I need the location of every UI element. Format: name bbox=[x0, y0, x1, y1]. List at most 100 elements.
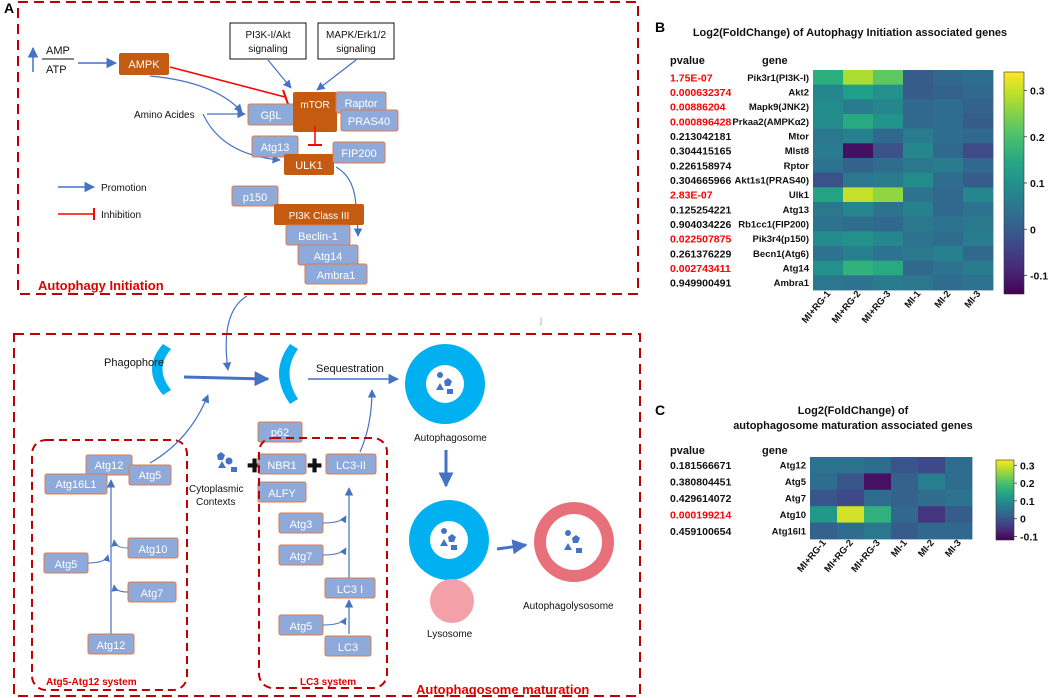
mapk-signaling-line1: MAPK/Erk1/2 bbox=[326, 30, 386, 41]
heatmap-cell bbox=[945, 522, 973, 540]
lc3-ii-label: LC3-II bbox=[336, 460, 366, 472]
pvalue-label: 0.000896428 bbox=[670, 116, 731, 128]
atg14-label: Atg14 bbox=[314, 251, 343, 263]
p62-label: p62 bbox=[271, 427, 289, 439]
heatmap-cell bbox=[813, 216, 844, 232]
heatmap-cell bbox=[933, 260, 964, 276]
heatmap-cell bbox=[813, 246, 844, 262]
mtor-label: mTOR bbox=[300, 100, 329, 111]
ampk-box bbox=[119, 53, 169, 75]
gene-header: gene bbox=[762, 445, 788, 457]
heatmap-cell bbox=[891, 522, 919, 540]
heatmap-cell bbox=[873, 275, 904, 291]
gene-label: Mtor bbox=[788, 132, 809, 143]
maturation-frame bbox=[13, 333, 641, 697]
heatmap-cell bbox=[810, 522, 838, 540]
atg16l1-label: Atg16L1 bbox=[56, 479, 97, 491]
heatmap-cell bbox=[918, 457, 946, 474]
expanding-phagophore-shape bbox=[279, 344, 298, 404]
column-label: MI-2 bbox=[933, 289, 954, 311]
heatmap-cell bbox=[933, 114, 964, 130]
heatmap-cell bbox=[963, 202, 994, 218]
amino-to-ulk1-curve bbox=[202, 113, 281, 164]
colorbar-tick-label: 0.1 bbox=[1030, 178, 1045, 190]
alfy-label: ALFY bbox=[268, 488, 296, 500]
atg12-free-box bbox=[87, 633, 135, 655]
initiation-to-maturation-arrow bbox=[222, 295, 248, 371]
heatmap-cell bbox=[843, 202, 874, 218]
cytoplasmic-cargo-icon bbox=[217, 452, 237, 472]
heatmap-cell bbox=[864, 522, 892, 540]
heatmap-cell bbox=[810, 506, 838, 523]
ampk-inhibits-mtor-line bbox=[169, 66, 286, 98]
atg5-lc3-to-line-arrow bbox=[322, 617, 347, 626]
gene-label: Mapk9(JNK2) bbox=[749, 102, 809, 113]
ambra1-label: Ambra1 bbox=[317, 270, 356, 282]
heatmap-cell bbox=[843, 70, 874, 86]
pvalue-label: 0.261376229 bbox=[670, 248, 731, 260]
heatmap-cell bbox=[843, 114, 874, 130]
heatmap-cell bbox=[873, 128, 904, 144]
heatmap-b: Log2(FoldChange) of Autophagy Initiation… bbox=[670, 27, 1048, 326]
heatmap-cell bbox=[843, 275, 874, 291]
fusion-arrow bbox=[496, 539, 528, 555]
heatmap-cell bbox=[813, 202, 844, 218]
heatmap-cell bbox=[963, 275, 994, 291]
heatmap-cell bbox=[813, 128, 844, 144]
gene-label: Ambra1 bbox=[774, 278, 810, 289]
phagophore-to-expansion-arrow bbox=[183, 371, 270, 387]
heatmap-cell bbox=[945, 489, 973, 507]
gene-header: gene bbox=[762, 55, 788, 67]
pvalue-header: pvalue bbox=[670, 55, 705, 67]
heatmap-cell bbox=[873, 158, 904, 174]
colorbar-tick-label: 0 bbox=[1030, 224, 1036, 236]
heatmap-cell bbox=[843, 187, 874, 203]
column-label: MI-1 bbox=[903, 288, 924, 310]
heatmap-cell bbox=[843, 143, 874, 159]
atg5-complex-label: Atg5 bbox=[139, 470, 162, 482]
colorbar bbox=[1003, 71, 1025, 295]
heatmap-cell bbox=[963, 84, 994, 100]
atg13-label: Atg13 bbox=[261, 142, 290, 154]
heatmap-cell bbox=[813, 143, 844, 159]
heatmap-cell bbox=[837, 473, 865, 491]
heatmap-cell bbox=[903, 275, 934, 291]
pvalue-label: 0.000632374 bbox=[670, 87, 731, 99]
column-label: MI-1 bbox=[889, 537, 910, 559]
atg5-system-to-phagophore-arrow bbox=[149, 394, 210, 464]
gene-label: Atg16l1 bbox=[772, 526, 807, 537]
pvalue-header: pvalue bbox=[670, 445, 705, 457]
colorbar-tick-label: 0 bbox=[1020, 514, 1026, 526]
heatmap-cell bbox=[933, 172, 964, 188]
column-label: MI-3 bbox=[943, 538, 964, 560]
heatmap-cell bbox=[843, 128, 874, 144]
pvalue-label: 0.429614072 bbox=[670, 493, 731, 505]
heatmap-cell bbox=[873, 172, 904, 188]
heatmap-cell bbox=[963, 128, 994, 144]
autophagolysosome-cargo bbox=[564, 530, 582, 553]
atg10-to-line-arrow bbox=[111, 539, 129, 549]
gene-label: Mlst8 bbox=[785, 146, 809, 157]
autophagy-initiation-title: Autophagy Initiation bbox=[38, 278, 164, 293]
gene-label: Becn1(Atg6) bbox=[753, 249, 809, 260]
pvalue-label: 1.75E-07 bbox=[670, 72, 713, 84]
atg12-free-label: Atg12 bbox=[97, 640, 126, 652]
initiation-frame bbox=[17, 1, 639, 295]
heatmap-cell bbox=[933, 187, 964, 203]
pvalue-label: 0.226158974 bbox=[670, 160, 731, 172]
autophagosome-label: Autophagosome bbox=[414, 433, 487, 444]
heatmap-cell bbox=[837, 506, 865, 523]
colorbar-tick-label: 0.2 bbox=[1020, 478, 1035, 490]
heatmap-cell bbox=[873, 99, 904, 115]
column-label: MI+RG-3 bbox=[849, 538, 882, 575]
atg7-e1-label: Atg7 bbox=[141, 588, 164, 600]
autophagosome-cargo bbox=[436, 372, 453, 394]
colorbar-tick-label: -0.1 bbox=[1030, 271, 1048, 283]
heatmap-cell bbox=[873, 260, 904, 276]
colorbar-tick-label: 0.3 bbox=[1020, 460, 1035, 472]
heatmap-cell bbox=[813, 158, 844, 174]
cytoplasmic-line1: Cytoplasmic bbox=[189, 484, 243, 495]
heatmap-cell bbox=[933, 246, 964, 262]
fusing-cargo bbox=[440, 528, 457, 550]
colorbar-tick-label: -0.1 bbox=[1020, 531, 1038, 543]
